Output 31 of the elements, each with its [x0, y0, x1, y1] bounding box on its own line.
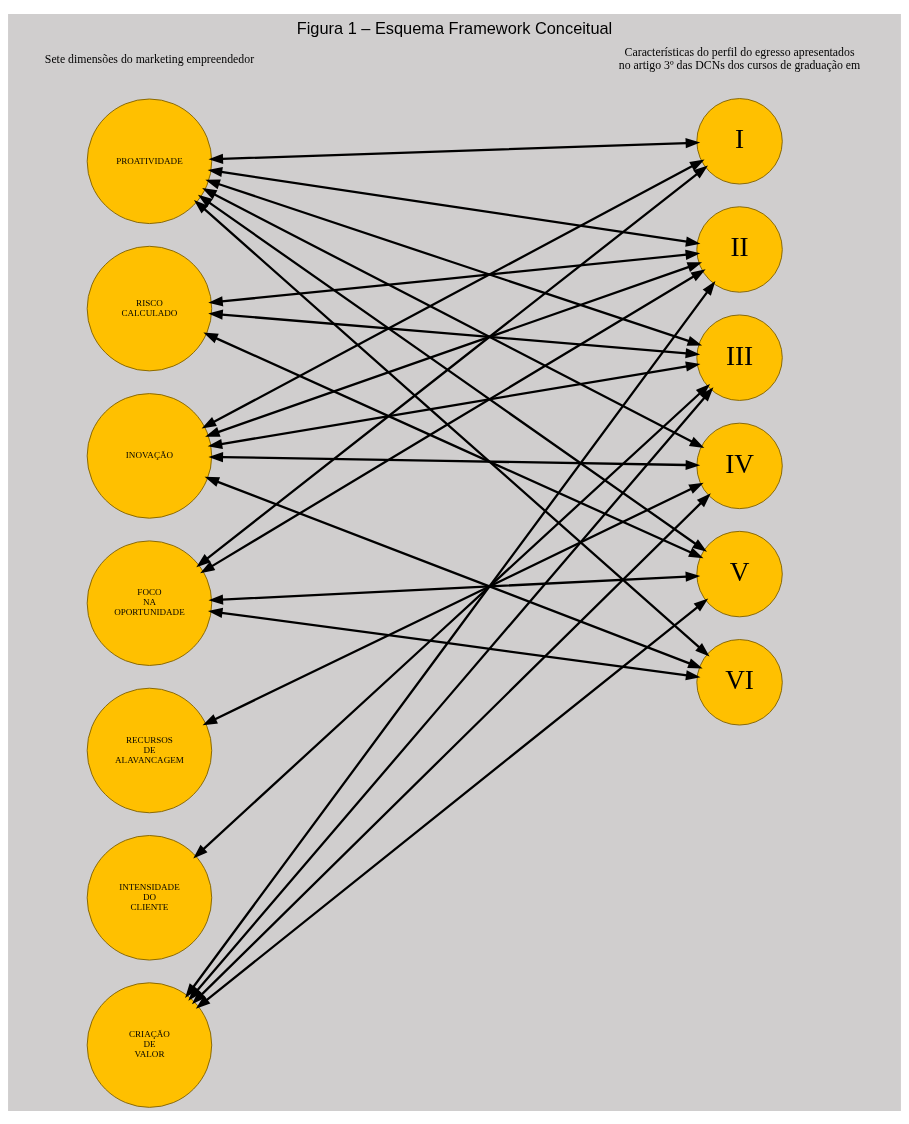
node-circle: II	[696, 205, 783, 293]
arrow	[188, 386, 714, 1001]
arrow	[208, 309, 701, 358]
arrow	[204, 476, 703, 668]
arrow	[191, 492, 711, 1004]
arrow	[205, 178, 703, 346]
arrow	[200, 268, 706, 573]
arrow	[208, 451, 701, 470]
arrow	[207, 360, 701, 449]
arrow	[195, 597, 709, 1009]
node-circle: I	[696, 97, 783, 184]
node-circle: RISCO CALCULADO	[86, 245, 213, 371]
label: Características do perfil do egresso apresentados no artigo 3º das DCNs dos cursos de graduação em	[618, 44, 861, 72]
node-circle: INOVAÇÃO	[86, 392, 213, 519]
arrow	[208, 137, 701, 164]
arrow	[193, 383, 711, 858]
arrow	[202, 187, 705, 448]
node-circle: V	[696, 530, 783, 617]
diagram-title: Figura 1 – Esquema Framework Conceitual	[296, 18, 613, 37]
arrow	[201, 159, 705, 428]
arrow	[193, 199, 710, 656]
arrow	[208, 571, 701, 605]
arrow	[208, 249, 701, 306]
arrow	[203, 332, 704, 558]
node-circle: INTENSIDADE DO CLIENTE	[86, 834, 213, 961]
arrow	[202, 482, 704, 725]
node-circle: RECURSOS DE ALAVANCAGEM	[86, 687, 213, 813]
arrow	[208, 607, 701, 680]
label: Sete dimensões do marketing empreendedor	[44, 51, 255, 66]
arrow	[205, 261, 703, 437]
arrow	[207, 166, 701, 247]
